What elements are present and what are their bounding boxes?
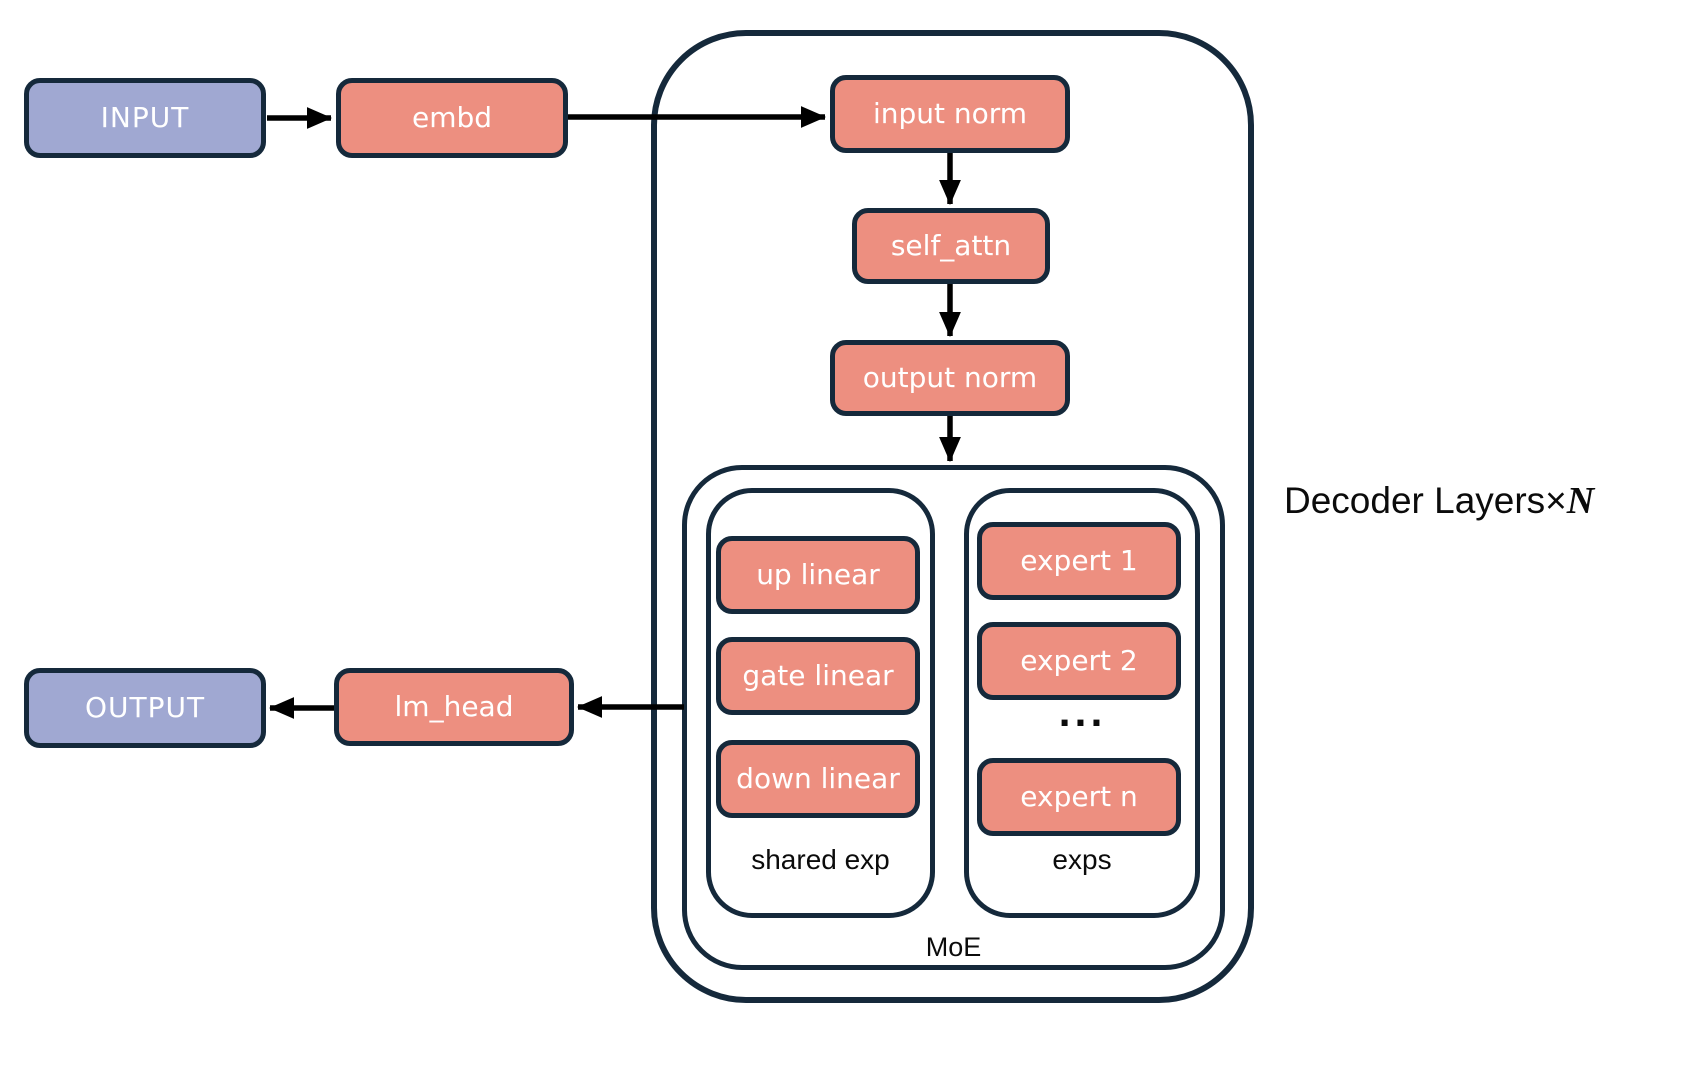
experts-ellipsis: ... [1058, 695, 1106, 735]
lm-head-node: lm_head [334, 668, 574, 746]
input-node: INPUT [24, 78, 266, 158]
up-linear-node: up linear [716, 536, 920, 614]
down-linear-node: down linear [716, 740, 920, 818]
expert-1-node: expert 1 [977, 522, 1181, 600]
output-norm-node: output norm [830, 340, 1070, 416]
shared-exp-label: shared exp [751, 844, 890, 875]
decoder-layers-n: N [1566, 480, 1595, 522]
moe-label: MoE [925, 932, 982, 962]
gate-linear-node: gate linear [716, 637, 920, 715]
moe-container [682, 465, 1225, 970]
decoder-layers-text: Decoder Layers× [1284, 480, 1567, 521]
self-attn-node: self_attn [852, 208, 1050, 284]
exps-container [964, 488, 1200, 918]
decoder-layers-container [651, 30, 1254, 1003]
embd-node: embd [336, 78, 568, 158]
output-node: OUTPUT [24, 668, 266, 748]
input-norm-node: input norm [830, 75, 1070, 153]
expert-n-node: expert n [977, 758, 1181, 836]
expert-2-node: expert 2 [977, 622, 1181, 700]
exps-label: exps [1052, 844, 1112, 875]
decoder-layers-label: Decoder Layers×N [1284, 482, 1594, 520]
shared-exp-container [706, 488, 935, 918]
